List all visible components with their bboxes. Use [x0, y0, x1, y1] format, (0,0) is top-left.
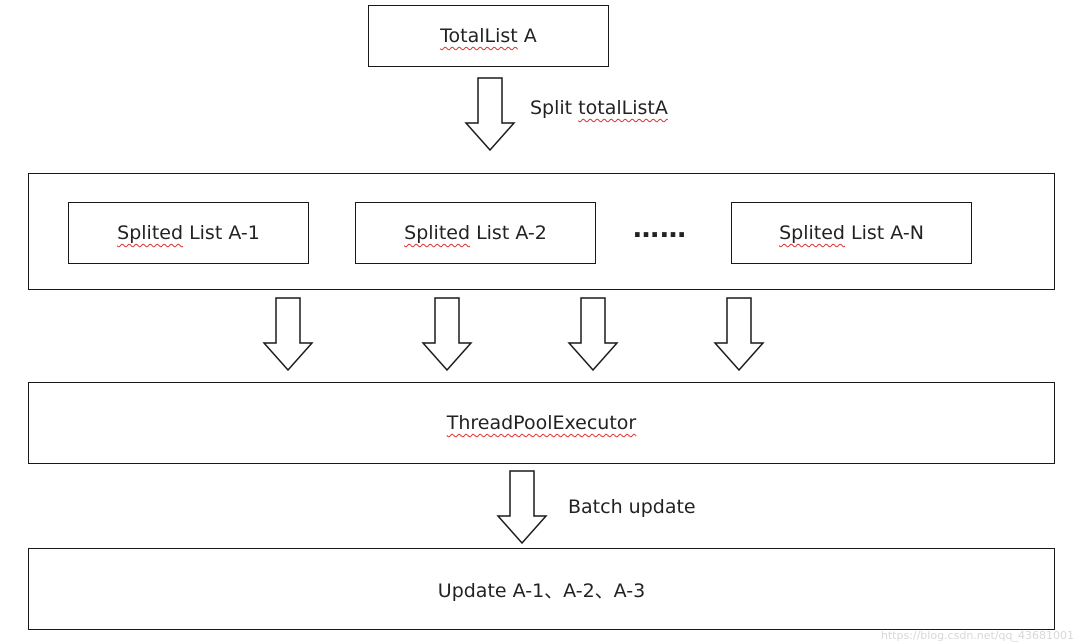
ellipsis: …… [633, 214, 687, 244]
batch-update-arrow [496, 470, 548, 545]
down-arrow-1 [262, 297, 314, 372]
batch-update-label: Batch update [568, 496, 696, 518]
split-down-arrow [464, 77, 516, 152]
split-label: Split totalListA [530, 97, 668, 119]
down-arrow-4 [713, 297, 765, 372]
splited-list-an-box: Splited List A-N [731, 202, 972, 264]
thread-pool-executor-box: ThreadPoolExecutor [28, 382, 1055, 464]
splited-list-a1-label: Splited List A-1 [117, 222, 260, 244]
total-list-label: TotalList A [440, 25, 537, 47]
down-arrow-3 [567, 297, 619, 372]
watermark: https://blog.csdn.net/qq_43681001 [880, 629, 1074, 642]
splited-list-an-label: Splited List A-N [779, 222, 924, 244]
splited-list-a1-box: Splited List A-1 [68, 202, 309, 264]
down-arrow-2 [421, 297, 473, 372]
thread-pool-executor-label: ThreadPoolExecutor [446, 412, 637, 434]
splited-list-a2-label: Splited List A-2 [404, 222, 547, 244]
update-box: Update A-1、A-2、A-3 [28, 548, 1055, 630]
splited-list-a2-box: Splited List A-2 [355, 202, 596, 264]
total-list-box: TotalList A [368, 5, 609, 67]
update-label: Update A-1、A-2、A-3 [437, 579, 646, 602]
